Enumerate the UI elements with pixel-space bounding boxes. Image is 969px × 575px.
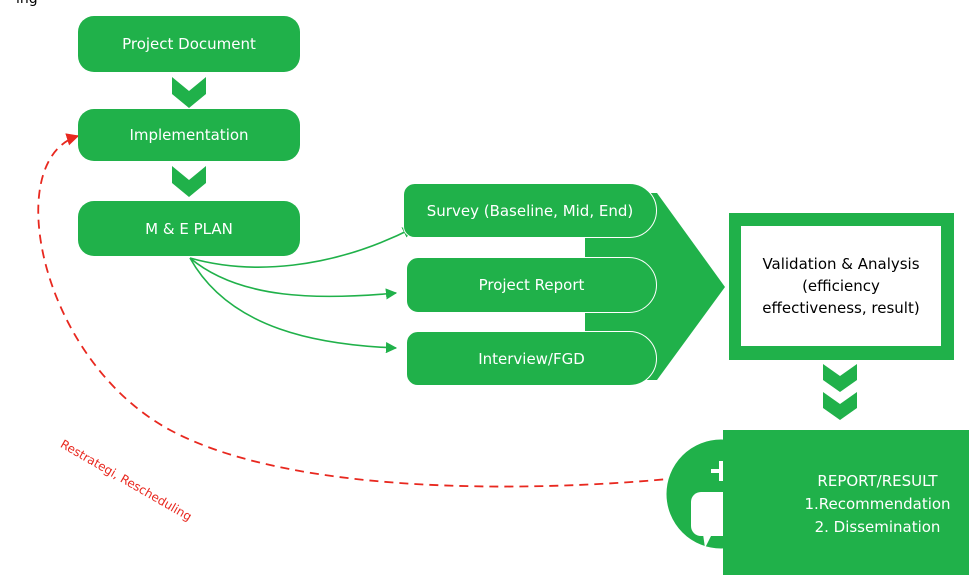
report-item: 1.Recommendation	[804, 495, 951, 513]
step-label: M & E PLAN	[145, 219, 233, 238]
method-label: Interview/FGD	[478, 349, 585, 368]
chevron-down-icon	[172, 166, 206, 197]
connector-to-survey	[189, 227, 414, 268]
report-box	[723, 430, 969, 575]
method-label: Survey (Baseline, Mid, End)	[426, 201, 634, 220]
report-title: REPORT/RESULT	[817, 472, 938, 490]
method-label: Project Report	[478, 276, 585, 294]
validation-box: Validation & Analysis (efficiency effect…	[741, 226, 941, 346]
step-label: Project Document	[122, 35, 256, 53]
step-me-plan: M & E PLAN	[78, 201, 300, 256]
report-text: REPORT/RESULT 1.Recommendation 2. Dissem…	[790, 470, 965, 539]
top-caption: ing	[16, 0, 38, 7]
chevron-down-icon	[172, 77, 206, 108]
chevron-down-icon	[823, 364, 857, 392]
chevron-down-icon	[823, 392, 857, 420]
validation-line: (efficiency	[802, 277, 880, 295]
step-label: Implementation	[129, 126, 249, 144]
feedback-loop-arrow	[37, 133, 679, 488]
connector-to-interview	[189, 257, 398, 354]
validation-line: Validation & Analysis	[762, 255, 920, 273]
method-interview: Interview/FGD	[406, 331, 657, 386]
step-implementation: Implementation	[78, 109, 300, 161]
method-survey: Survey (Baseline, Mid, End)	[403, 183, 657, 238]
method-project-report: Project Report	[406, 257, 657, 313]
validation-line: effectiveness, result)	[762, 299, 920, 317]
connector-to-report	[189, 257, 398, 300]
report-item: 2. Dissemination	[814, 518, 941, 536]
step-project-document: Project Document	[78, 16, 300, 72]
